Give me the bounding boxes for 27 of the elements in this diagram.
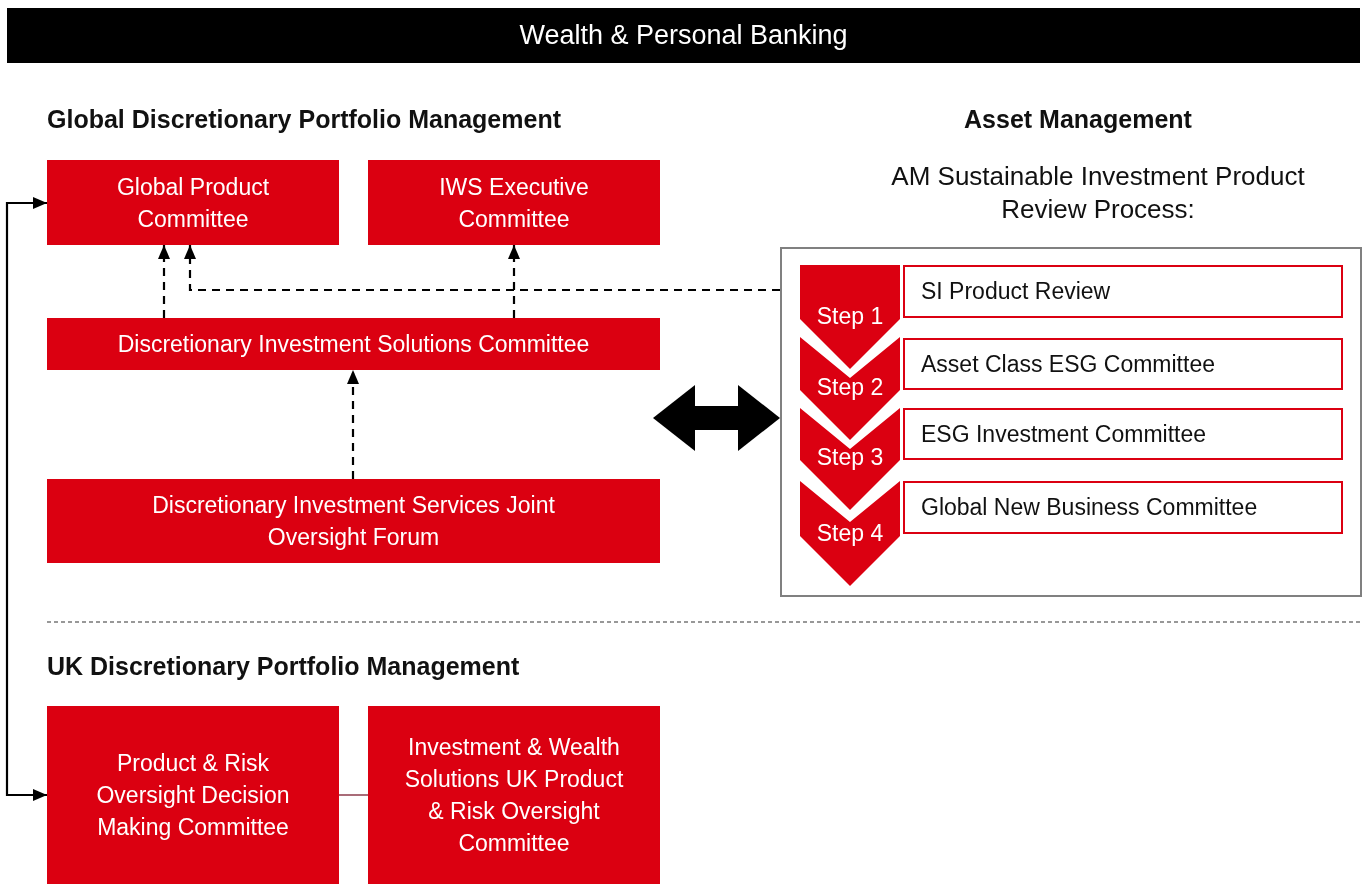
step-tab: Step 3 — [800, 408, 900, 510]
step-tab: Step 2 — [800, 337, 900, 440]
section-heading: Global Discretionary Portfolio Management — [47, 104, 562, 135]
committee-box: Discretionary Investment Services Joint Oversight Forum — [47, 479, 660, 563]
section-heading: UK Discretionary Portfolio Management — [47, 651, 521, 682]
title-banner: Wealth & Personal Banking — [7, 8, 1360, 63]
section-heading: AM Sustainable Investment Product Review Process: — [890, 160, 1306, 225]
arrow — [158, 245, 170, 318]
step-label-box: SI Product Review — [903, 265, 1343, 318]
arrow — [184, 245, 780, 292]
process-frame — [780, 247, 1362, 597]
step-tab: Step 4 — [800, 481, 900, 586]
double-arrow — [653, 385, 780, 451]
arrow — [5, 197, 47, 801]
arrow — [508, 245, 520, 318]
step-label-box: Global New Business Committee — [903, 481, 1343, 534]
step-label-box: ESG Investment Committee — [903, 408, 1343, 460]
committee-box: Product & Risk Oversight Decision Making Committee — [47, 706, 339, 884]
arrow — [347, 370, 359, 479]
step-label-box: Asset Class ESG Committee — [903, 338, 1343, 390]
section-heading: Asset Management — [963, 104, 1193, 135]
committee-box: IWS Executive Committee — [368, 160, 660, 245]
committee-box: Global Product Committee — [47, 160, 339, 245]
step-tab: Step 1 — [800, 265, 900, 369]
committee-box: Discretionary Investment Solutions Committee — [47, 318, 660, 370]
committee-box: Investment & Wealth Solutions UK Product & Risk Oversight Committee — [368, 706, 660, 884]
connector-line — [338, 794, 369, 796]
